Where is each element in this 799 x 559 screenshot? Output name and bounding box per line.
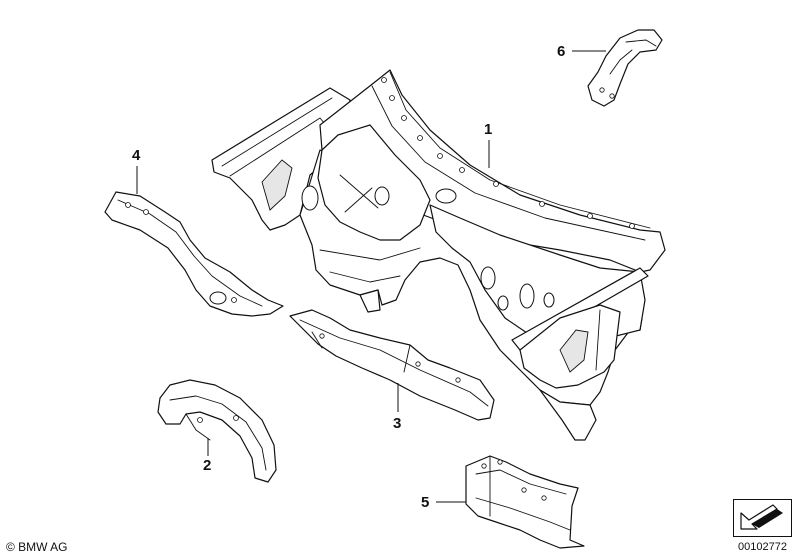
part-6-gusset[interactable] xyxy=(587,29,663,107)
callout-4: 4 xyxy=(132,147,141,194)
callout-5: 5 xyxy=(421,494,466,511)
callout-2-label: 2 xyxy=(203,457,211,474)
callout-3: 3 xyxy=(393,383,401,432)
callout-6-label: 6 xyxy=(557,43,565,60)
part-3-bracket-rail[interactable] xyxy=(289,309,495,421)
callout-5-label: 5 xyxy=(421,494,429,511)
copyright-text: © BMW AG xyxy=(6,540,68,554)
callout-4-label: 4 xyxy=(132,147,141,164)
arrow-down-left-icon[interactable] xyxy=(733,499,792,537)
part-2-wheel-arch-bracket[interactable] xyxy=(157,379,277,483)
callout-3-label: 3 xyxy=(393,415,401,432)
part-1-bulkhead[interactable] xyxy=(211,69,666,441)
callout-2: 2 xyxy=(203,438,211,474)
callout-1: 1 xyxy=(484,121,492,168)
part-5-mounting-bracket[interactable] xyxy=(465,455,585,549)
callout-6: 6 xyxy=(557,43,606,60)
callout-1-label: 1 xyxy=(484,121,492,138)
diagram-id: 00102772 xyxy=(738,541,787,553)
part-4-side-member[interactable] xyxy=(104,191,284,317)
